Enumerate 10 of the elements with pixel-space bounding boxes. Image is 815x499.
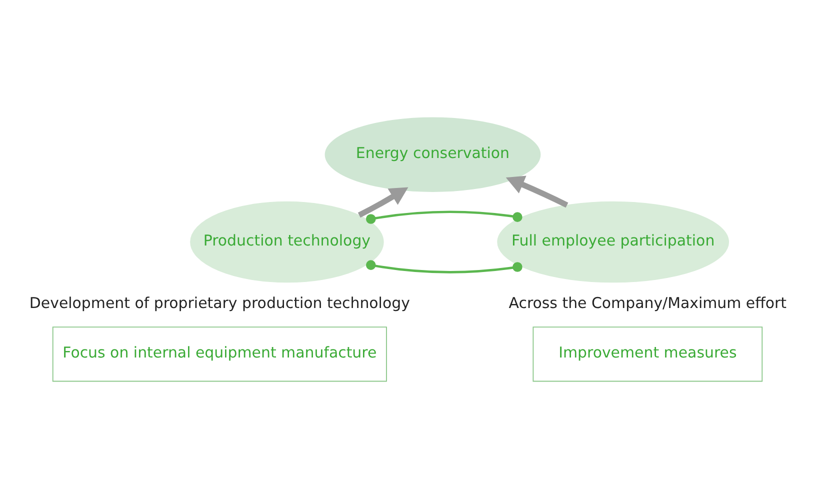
- connector: [366, 210, 522, 224]
- arrow: [506, 176, 568, 208]
- node-box: Focus on internal equipment manufacture: [52, 326, 387, 382]
- node-label: Development of proprietary production technology: [29, 294, 410, 312]
- connector: [366, 260, 522, 274]
- node-label: Across the Company/Maximum effort: [508, 294, 787, 312]
- arrow: [358, 187, 408, 218]
- node-ellipse: Production technology: [190, 201, 384, 283]
- node-ellipse: Full employee participation: [497, 201, 730, 283]
- node-box: Improvement measures: [532, 326, 763, 382]
